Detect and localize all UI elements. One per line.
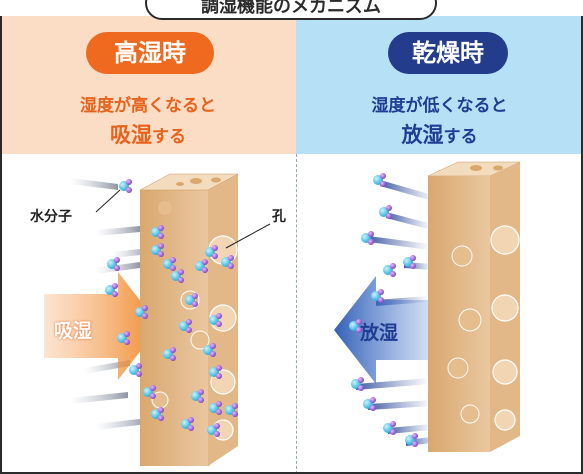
- absorb-emphasis: 吸湿: [110, 123, 152, 147]
- dry-panel-header: 乾燥時 湿度が低くなると 放湿する: [296, 16, 583, 154]
- humid-description-line1: 湿度が高くなると: [80, 96, 216, 116]
- pore-pointer-line: [225, 223, 271, 249]
- humid-description-line2: 吸湿する: [0, 119, 296, 149]
- dry-description-line1: 湿度が低くなると: [371, 96, 508, 116]
- water-pointer-line: [95, 189, 121, 213]
- dry-description-line2: 放湿する: [296, 119, 583, 149]
- release-arrow: [334, 276, 430, 384]
- absorb-arrow-label: 吸湿: [54, 320, 93, 342]
- dry-wood-block: [427, 161, 521, 452]
- humid-description-suffix: する: [152, 127, 186, 147]
- dry-state-badge: 乾燥時: [388, 32, 508, 74]
- release-emphasis: 放湿: [401, 123, 444, 147]
- absorb-arrow: [44, 272, 160, 380]
- panel-divider: [296, 154, 297, 474]
- diagram-title: 調湿機能のメカニズム: [145, 0, 437, 20]
- water-molecule-label: 水分子: [30, 209, 72, 225]
- dry-description-suffix: する: [443, 127, 478, 147]
- pore-label: 孔: [272, 209, 286, 225]
- humid-panel-header: 高湿時 湿度が高くなると 吸湿する: [0, 16, 296, 154]
- release-arrow-label: 放湿: [360, 322, 399, 344]
- humid-state-badge: 高湿時: [86, 32, 214, 74]
